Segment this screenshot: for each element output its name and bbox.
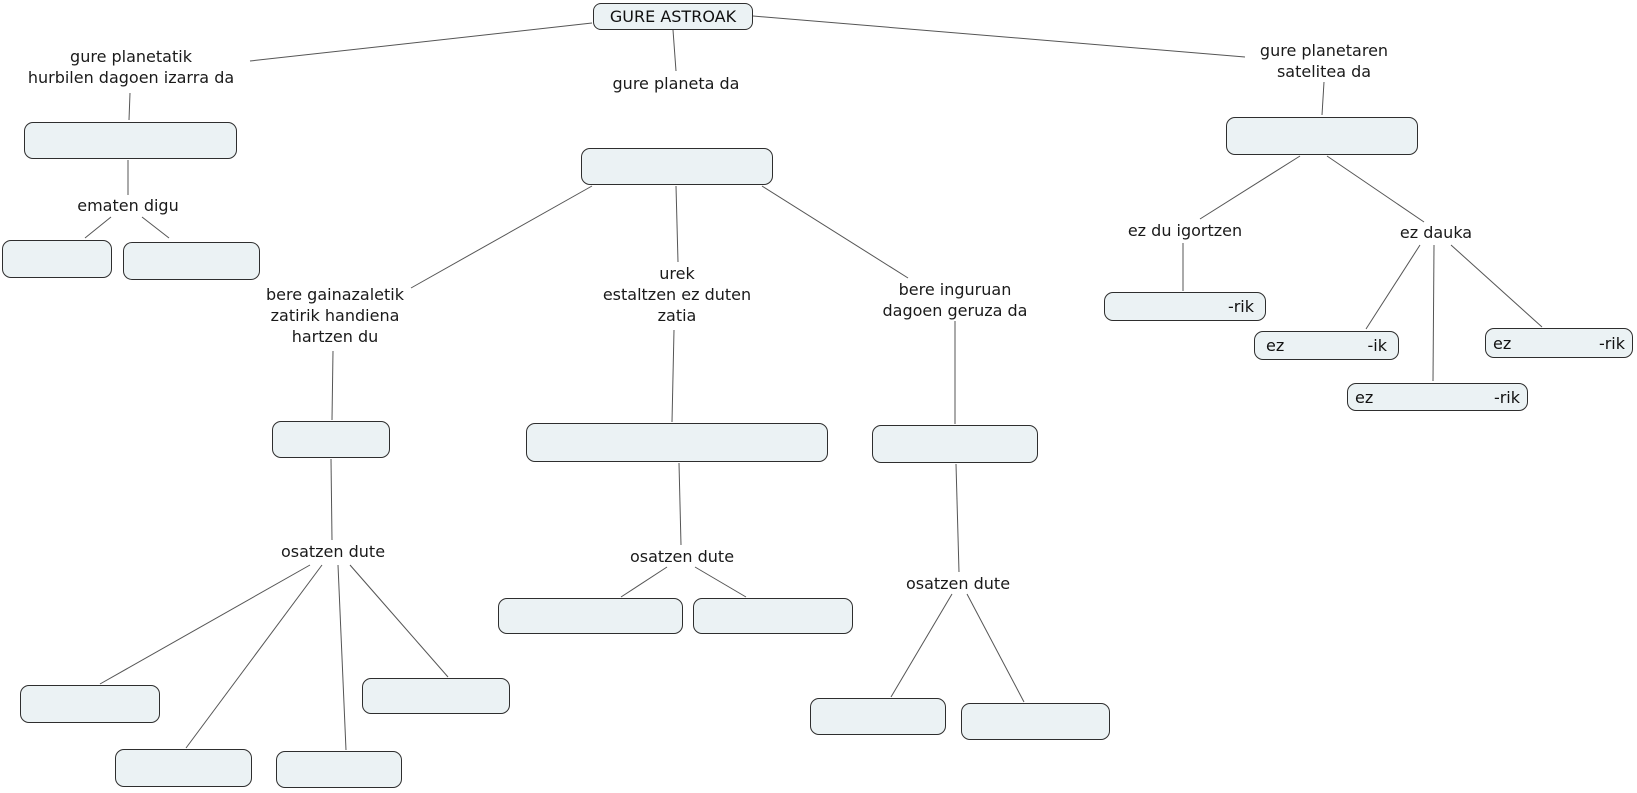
empty-node-atmosphere-part-2[interactable] — [961, 703, 1110, 740]
connector-line — [128, 92, 131, 121]
connector-line — [955, 463, 960, 573]
empty-node-atmosphere-part-1[interactable] — [810, 698, 946, 735]
connector-line — [672, 29, 677, 72]
suffix-node-rik[interactable]: -rik — [1104, 292, 1266, 321]
link-label-compose-right: osatzen dute — [905, 574, 1011, 593]
empty-node-atmosphere[interactable] — [872, 425, 1038, 463]
empty-node-satellite[interactable] — [1226, 117, 1418, 155]
link-label-planet: gure planeta da — [612, 74, 740, 93]
prefix-text: ez — [1266, 336, 1285, 355]
prefix-text: ez — [1493, 333, 1512, 353]
connector-line — [410, 185, 593, 289]
link-label-gives: ematen digu — [77, 196, 179, 215]
connector-line — [185, 564, 323, 749]
suffix-node-ez-rik-bottom[interactable]: ez -rik — [1347, 383, 1528, 411]
connector-line — [84, 216, 112, 239]
connector-line — [752, 15, 1246, 58]
empty-node-gives-1[interactable] — [2, 240, 112, 278]
connector-line — [966, 593, 1025, 703]
connector-line — [1365, 244, 1421, 330]
connector-line — [337, 564, 347, 751]
connector-line — [678, 462, 682, 546]
connector-line — [330, 458, 333, 541]
link-label-not-emit: ez du igortzen — [1127, 221, 1243, 240]
root-node-gure-astroak[interactable]: GURE ASTROAK — [593, 3, 753, 30]
connector-line — [671, 329, 675, 423]
prefix-text: ez — [1355, 387, 1374, 407]
empty-node-planet[interactable] — [581, 148, 773, 185]
link-label-surface: bere gainazaletik zatirik handiena hartz… — [266, 285, 404, 346]
connector-line — [675, 185, 679, 263]
connector-line — [761, 185, 909, 279]
empty-node-surface-part-2[interactable] — [115, 749, 252, 787]
connector-line — [349, 564, 449, 678]
link-label-star: gure planetatik hurbilen dagoen izarra d… — [27, 47, 235, 87]
link-label-satellite: gure planetaren satelitea da — [1259, 41, 1389, 81]
link-label-compose-left: osatzen dute — [280, 542, 386, 561]
empty-node-gives-2[interactable] — [123, 242, 260, 280]
connector-line — [1321, 81, 1325, 116]
empty-node-surface-part-4[interactable] — [362, 678, 510, 714]
connector-line — [99, 564, 311, 685]
connector-line — [1199, 155, 1301, 220]
link-label-atmosphere: bere inguruan dagoen geruza da — [882, 280, 1028, 320]
connector-line — [331, 350, 334, 421]
connector-line — [890, 593, 953, 698]
link-label-compose-center: osatzen dute — [629, 547, 735, 566]
empty-node-surface-part-1[interactable] — [20, 685, 160, 723]
empty-node-land-part-1[interactable] — [498, 598, 683, 634]
empty-node-star[interactable] — [24, 122, 237, 159]
empty-node-surface-part-3[interactable] — [276, 751, 402, 788]
empty-node-land-part-2[interactable] — [693, 598, 853, 634]
suffix-text: -ik — [1367, 336, 1387, 355]
empty-node-surface[interactable] — [272, 421, 390, 458]
suffix-node-ez-ik[interactable]: ez -ik — [1254, 331, 1399, 360]
connector-line — [1450, 244, 1543, 328]
connector-line — [141, 216, 170, 239]
connector-line — [620, 566, 668, 598]
suffix-node-ez-rik-right[interactable]: ez -rik — [1485, 328, 1633, 358]
suffix-text: -rik — [1598, 333, 1625, 353]
link-label-not-have: ez dauka — [1399, 223, 1473, 242]
connector-line — [694, 566, 747, 598]
suffix-text: -rik — [1227, 297, 1254, 316]
connector-line — [1432, 244, 1435, 382]
connector-line — [1326, 155, 1425, 223]
empty-node-land[interactable] — [526, 423, 828, 462]
suffix-text: -rik — [1493, 387, 1520, 407]
link-label-land: urek estaltzen ez duten zatia — [602, 264, 752, 325]
connector-line — [249, 22, 593, 62]
